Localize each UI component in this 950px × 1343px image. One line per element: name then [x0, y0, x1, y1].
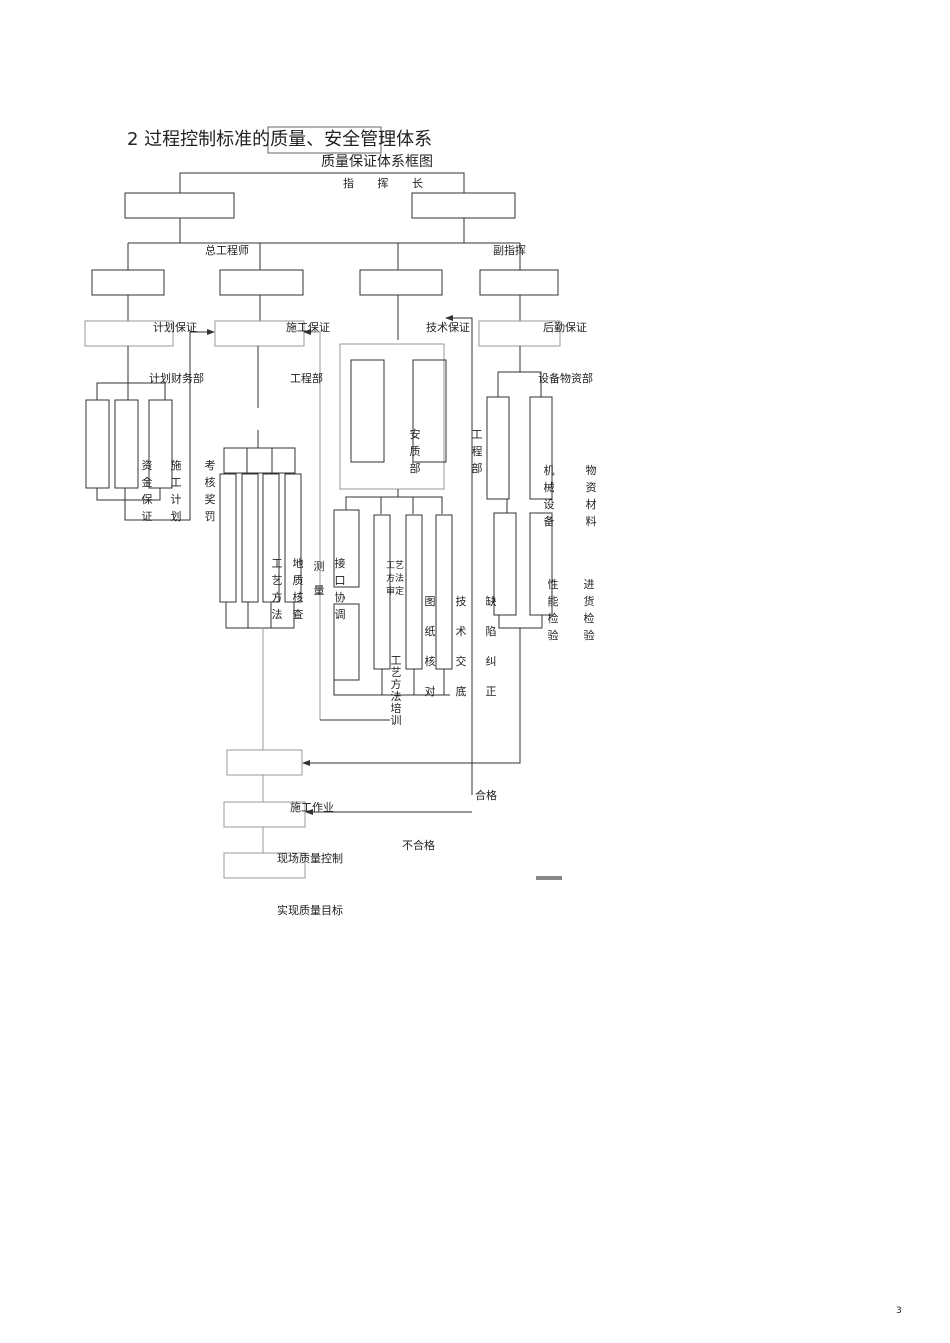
label-materials: 物资材料 [585, 464, 597, 528]
diagram-title: 质量保证体系框图 [321, 154, 433, 170]
gray-bar [536, 876, 562, 880]
box-level2-1 [91, 269, 165, 296]
label-machinery: 机械设备 [543, 464, 555, 528]
box-site-quality [223, 852, 306, 879]
label-quality-target: 实现质量目标 [277, 904, 343, 917]
label-assessment: 考核奖罚 [204, 459, 216, 523]
label-site-quality-control: 现场质量控制 [277, 852, 343, 865]
box-level2-2 [219, 269, 304, 296]
label-plan-finance-dept: 计划财务部 [149, 372, 204, 385]
label-performance-test: 性能检验 [547, 578, 559, 642]
label-engineering-dept-2: 工程部 [471, 428, 483, 475]
connector-top [179, 172, 465, 193]
label-qualified: 合格 [475, 789, 497, 802]
title-box [267, 126, 382, 154]
label-construction-guarantee: 施工保证 [286, 321, 330, 334]
label-construction-plan: 施工计划 [170, 459, 182, 523]
label-defect-correction: 缺陷纠正 [485, 595, 497, 698]
box-commander-left [124, 192, 235, 219]
label-plan-guarantee: 计划保证 [153, 321, 197, 334]
feedback-line-tech [445, 315, 473, 795]
label-process-training: 工艺方法培训 [390, 654, 402, 727]
box-level2-3 [359, 269, 443, 296]
label-engineering-dept: 工程部 [290, 372, 323, 385]
label-equipment-dept: 设备物资部 [538, 372, 593, 385]
label-survey: 测量 [313, 560, 325, 597]
label-chief-engineer: 总工程师 [205, 244, 249, 257]
label-construction-work: 施工作业 [290, 801, 334, 814]
label-safety-quality-dept: 安质部 [409, 428, 421, 475]
label-unqualified: 不合格 [402, 839, 435, 852]
box-level2-4 [479, 269, 559, 296]
label-incoming-test: 进货检验 [583, 578, 595, 642]
label-geology-check: 地质核查 [292, 557, 304, 621]
label-drawing-check: 图纸核对 [424, 595, 436, 698]
box-commander-right [411, 192, 516, 219]
feedback-line-construction [303, 329, 321, 720]
section-heading: 2 过程控制标准的质量、安全管理体系 [127, 129, 433, 150]
feedback-line-logistics [302, 628, 521, 766]
label-tech-guarantee: 技术保证 [426, 321, 470, 334]
label-fund-guarantee: 资金保证 [141, 459, 153, 523]
label-interface-coord: 接口协调 [334, 557, 346, 621]
box-inspection [226, 749, 303, 776]
label-process-method: 工艺方法 [271, 557, 283, 621]
label-deputy-commander: 副指挥 [493, 244, 526, 257]
label-commander: 指 挥 长 [343, 177, 433, 190]
feedback-line-plan [124, 329, 215, 521]
page-number: 3 [896, 1306, 902, 1316]
label-logistics-guarantee: 后勤保证 [543, 321, 587, 334]
label-tech-briefing: 技术交底 [455, 595, 467, 698]
label-process-review: 工艺方法审定 [385, 561, 404, 597]
box-plan-guarantee [84, 320, 174, 347]
